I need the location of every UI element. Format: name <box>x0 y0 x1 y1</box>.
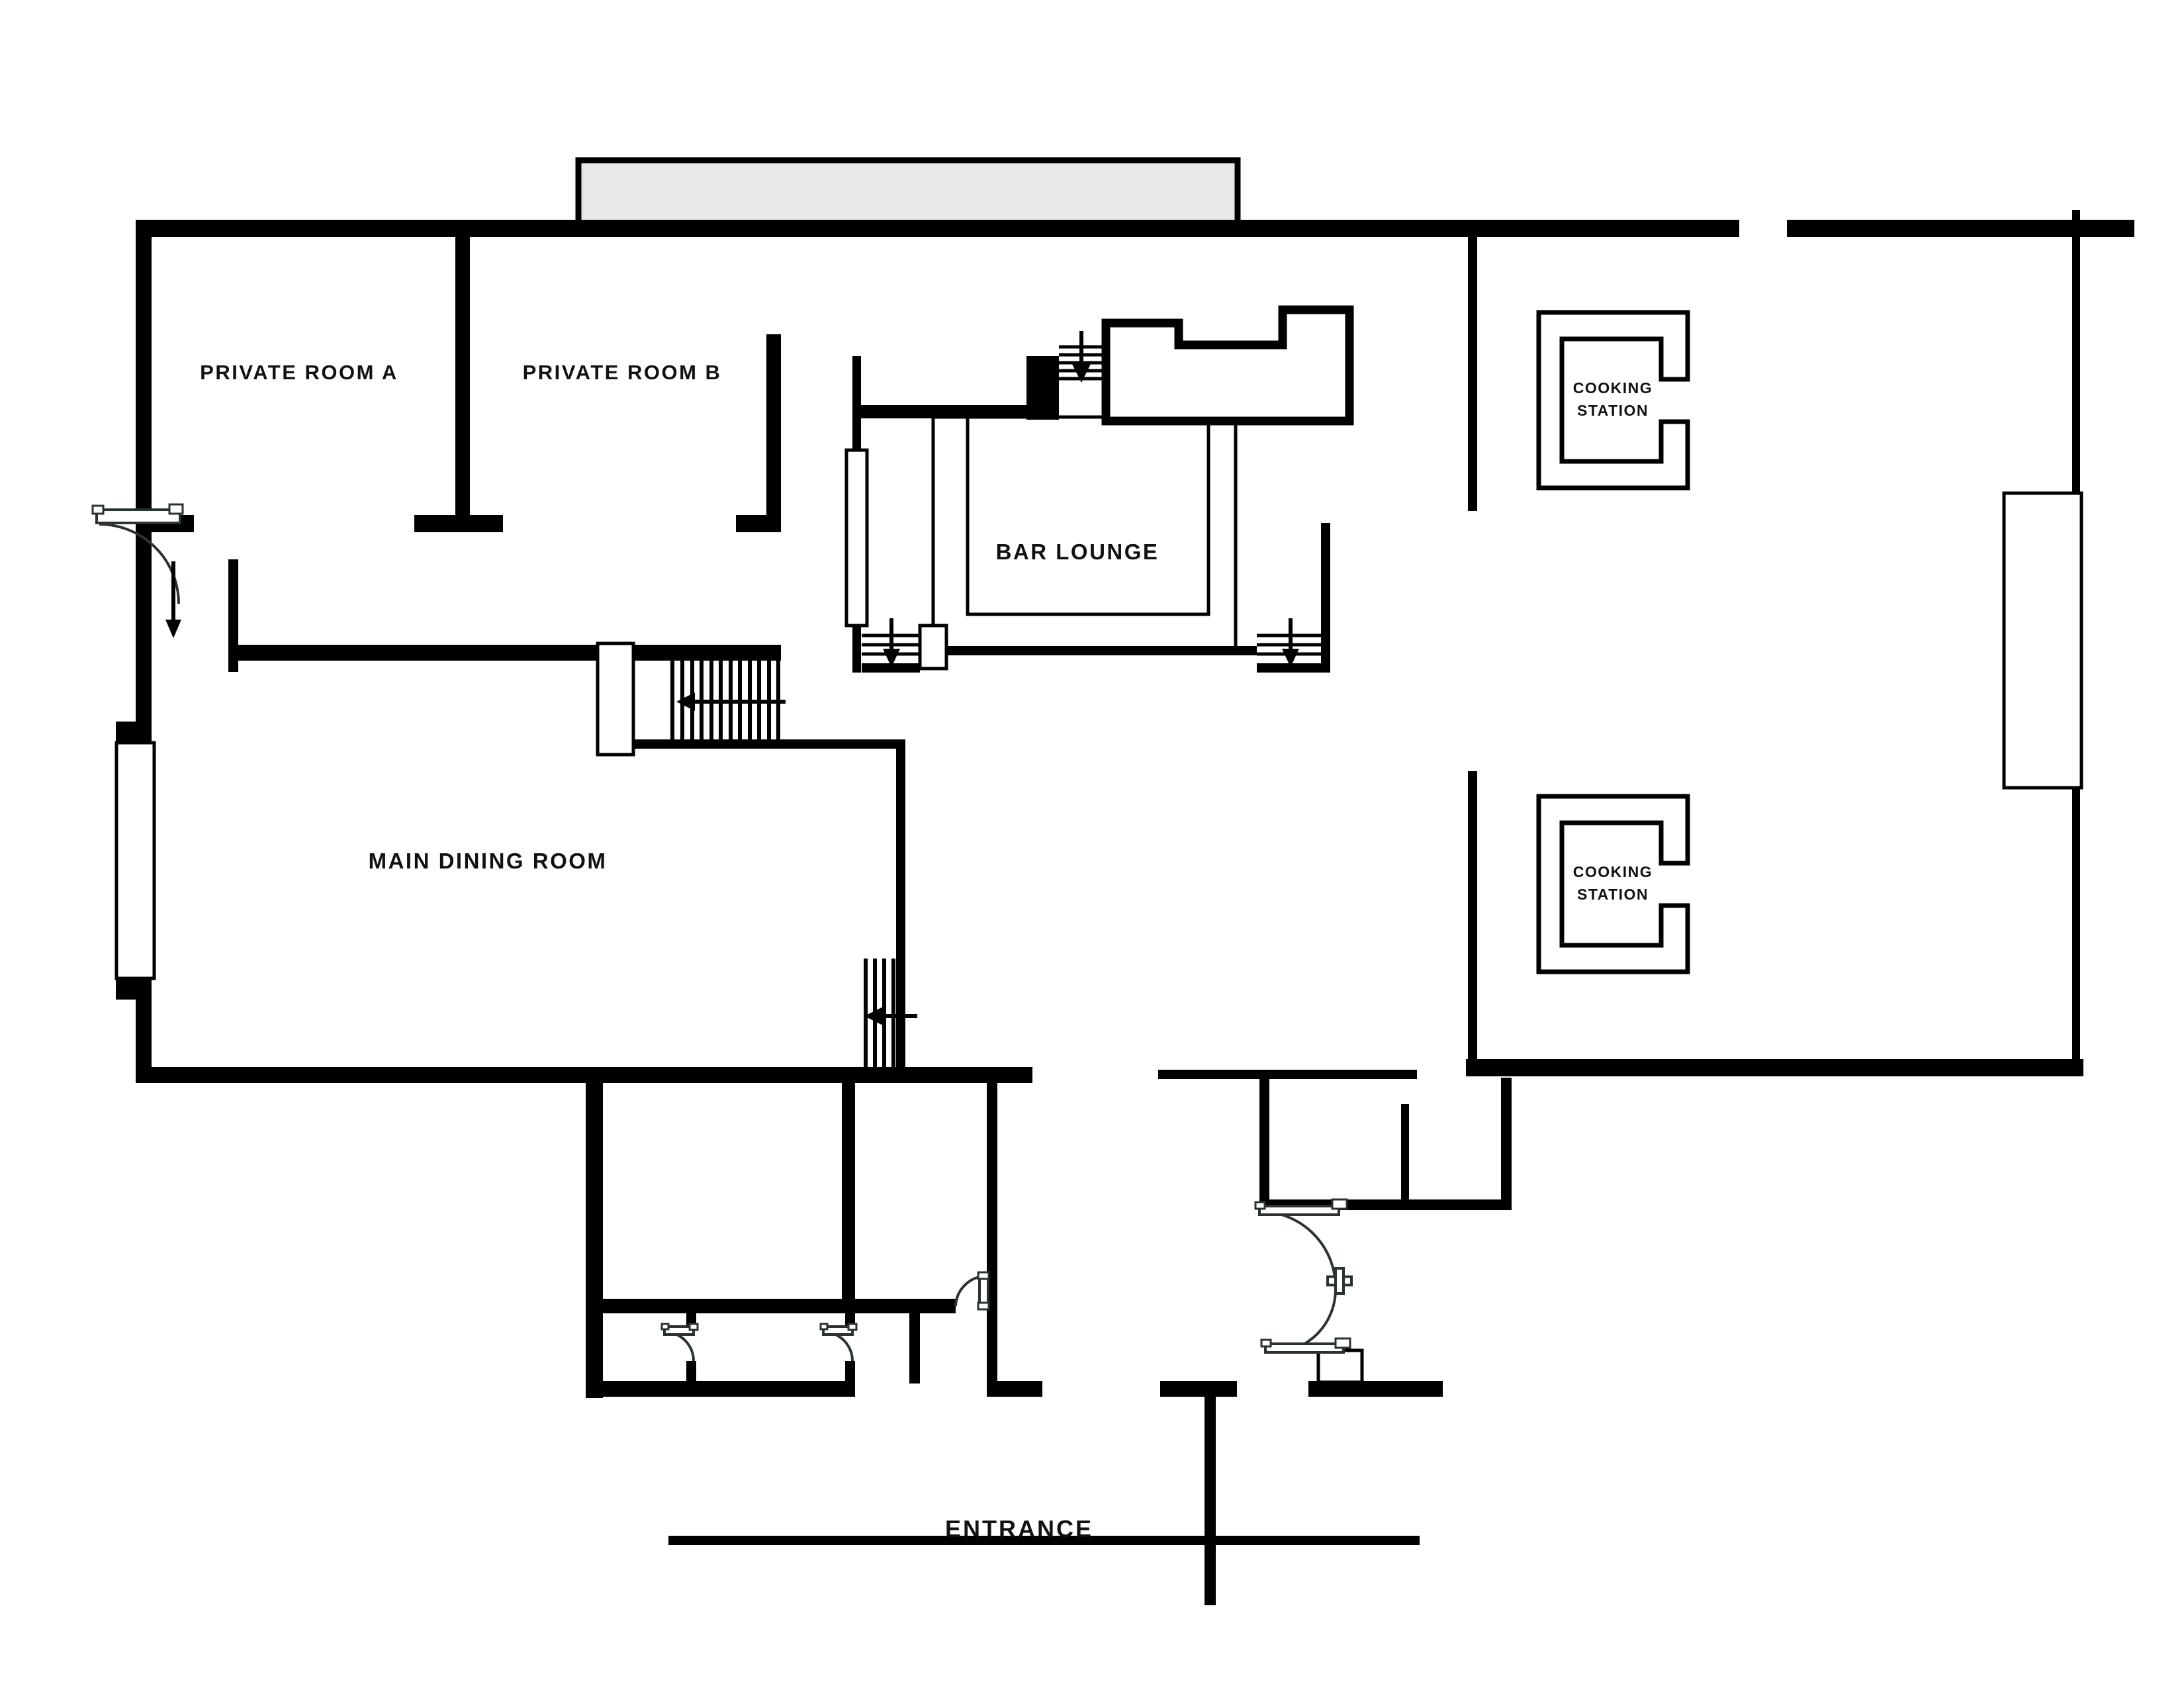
room-label-cooking-station-1: COOKING <box>1573 379 1653 397</box>
wall <box>1468 237 1477 511</box>
wall <box>845 1361 855 1397</box>
wall <box>766 334 781 516</box>
backroom-door-2-hinge-icon <box>819 1323 829 1331</box>
wall <box>1321 523 1330 673</box>
wall <box>1401 1104 1409 1203</box>
wall <box>852 405 1026 418</box>
wall <box>1468 771 1477 1059</box>
cooking-station-counter-1 <box>1536 310 1690 491</box>
wall <box>987 1381 1042 1397</box>
side-entry-door-hinge-icon <box>168 503 184 515</box>
backroom-door-2-hinge-icon <box>847 1323 858 1331</box>
lounge-top-stairs-arrow-head-icon <box>1072 364 1091 383</box>
wall <box>2072 788 2080 1060</box>
terrace-deck <box>575 157 1241 232</box>
side-entry-door-hinge-icon <box>91 504 105 515</box>
wall <box>842 1083 855 1301</box>
wall <box>116 978 152 1000</box>
corridor-door-leaf <box>978 1275 989 1307</box>
window-opening <box>114 741 156 980</box>
room-label-cooking-station-2: COOKING <box>1573 863 1653 880</box>
door-pivot-cross-icon <box>1334 1267 1345 1295</box>
wall <box>633 739 905 749</box>
wall <box>1205 1381 1216 1605</box>
wall <box>668 1536 1420 1545</box>
cooking-station-counter-2 <box>1536 794 1690 974</box>
dining-stairs-arrow-head-icon <box>676 692 695 711</box>
room-label-entrance: ENTRANCE <box>945 1515 1093 1542</box>
restroom-door-lower-leaf <box>1264 1342 1345 1354</box>
lounge-floor-inset <box>966 415 1210 616</box>
wall <box>1466 1059 2083 1076</box>
wall <box>946 646 1257 655</box>
room-label-main-dining-room: MAIN DINING ROOM <box>369 849 608 873</box>
wall <box>686 1361 696 1397</box>
wall <box>852 626 861 673</box>
restroom-door-lower-hinge-icon <box>1334 1337 1351 1349</box>
wall <box>228 559 238 672</box>
room-label-private-room-a: PRIVATE ROOM A <box>200 361 398 384</box>
wall <box>1501 1078 1512 1208</box>
room-label-cooking-station-1: STATION <box>1577 402 1649 419</box>
backroom-door-1-hinge-icon <box>660 1323 670 1331</box>
wall <box>590 1299 956 1313</box>
wall <box>586 1381 854 1397</box>
window-opening <box>918 624 948 671</box>
window-opening <box>844 448 869 628</box>
room-label-private-room-b: PRIVATE ROOM B <box>523 361 722 384</box>
window-opening <box>2002 491 2083 790</box>
wall <box>116 722 152 743</box>
wall <box>2072 210 2080 493</box>
corridor-down-arrow-head-icon <box>165 620 181 638</box>
wall <box>586 1083 603 1398</box>
wall <box>1026 356 1059 420</box>
wall <box>987 1083 997 1397</box>
wall <box>455 236 470 516</box>
entry-stairs-arrow-head-icon <box>864 1007 883 1025</box>
restroom-door-upper-hinge-icon <box>1331 1198 1348 1210</box>
room-label-cooking-station-2: STATION <box>1577 886 1649 903</box>
wall <box>1787 220 2134 237</box>
corridor-door-hinge-icon <box>977 1301 990 1311</box>
wall <box>736 515 781 532</box>
wall <box>633 645 781 661</box>
side-entry-door-swing-arc-icon <box>99 523 180 604</box>
wall <box>1158 1070 1417 1079</box>
wall <box>228 645 598 661</box>
wall <box>909 1313 920 1383</box>
window-opening <box>596 641 635 757</box>
wall <box>414 515 503 532</box>
backroom-door-1-hinge-icon <box>688 1323 699 1331</box>
restroom-door-upper-hinge-icon <box>1254 1201 1266 1210</box>
wall <box>136 1067 1032 1083</box>
window-opening <box>1316 1348 1364 1384</box>
wall <box>1259 1079 1269 1205</box>
corridor-door-hinge-icon <box>977 1271 990 1280</box>
wall <box>136 220 1739 237</box>
room-label-bar-lounge: BAR LOUNGE <box>996 539 1160 564</box>
restroom-door-upper-leaf <box>1258 1205 1340 1216</box>
lounge-left-stairs-arrow-head-icon <box>883 649 900 667</box>
bar-counter <box>1101 305 1354 426</box>
lounge-right-stairs-arrow-head-icon <box>1282 649 1299 667</box>
wall <box>852 356 861 450</box>
restroom-door-lower-hinge-icon <box>1260 1338 1272 1348</box>
wall <box>1160 1381 1237 1397</box>
wall <box>136 220 152 731</box>
side-entry-door-leaf <box>95 508 181 524</box>
